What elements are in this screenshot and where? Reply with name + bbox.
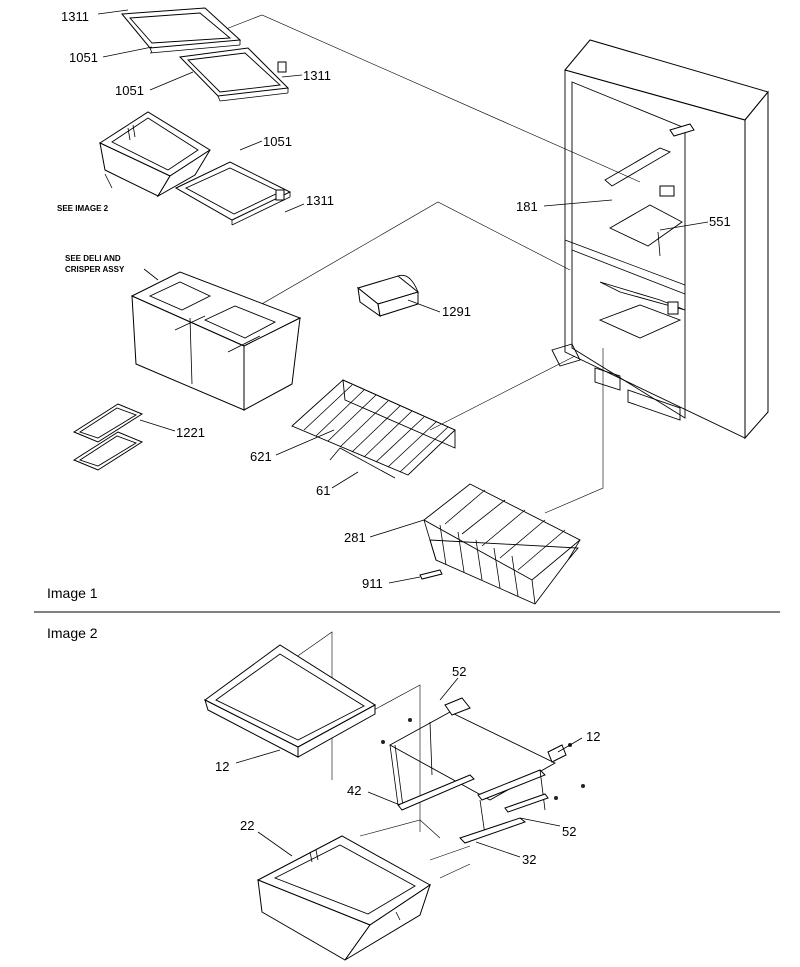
callout-12-right: 12 bbox=[586, 729, 600, 744]
deli-crisper-assembly bbox=[130, 271, 302, 411]
callout-551: 551 bbox=[709, 214, 731, 229]
callout-1291: 1291 bbox=[442, 304, 471, 319]
refrigerator-cabinet bbox=[551, 39, 769, 440]
callout-1051-second: 1051 bbox=[115, 83, 144, 98]
wire-shelf bbox=[291, 379, 456, 479]
shelf-top-left bbox=[120, 7, 242, 54]
image1-caption: Image 1 bbox=[47, 585, 98, 601]
shelf-top-right bbox=[178, 47, 290, 102]
image1-leader-lines bbox=[97, 9, 709, 584]
callout-52-top: 52 bbox=[452, 664, 466, 679]
wire-basket bbox=[423, 483, 581, 605]
shelf-middle bbox=[174, 161, 292, 226]
crisper-drawer bbox=[256, 835, 431, 961]
callout-61: 61 bbox=[316, 483, 330, 498]
callout-1051-middle: 1051 bbox=[263, 134, 292, 149]
crisper-bin-small bbox=[98, 111, 211, 198]
note-deli-line1: SEE DELI AND bbox=[65, 254, 121, 263]
callout-181: 181 bbox=[516, 199, 538, 214]
callout-621: 621 bbox=[250, 449, 272, 464]
image1-panel bbox=[72, 7, 769, 605]
note-see-image-2: SEE IMAGE 2 bbox=[57, 204, 109, 213]
callout-911: 911 bbox=[362, 576, 383, 591]
rail-part bbox=[419, 569, 443, 580]
callout-22: 22 bbox=[240, 818, 254, 833]
image2-panel: Image 2 bbox=[47, 625, 585, 961]
image1-callouts: 1311 1051 1051 1311 1051 1311 181 551 12… bbox=[47, 9, 731, 601]
callout-52-bottom: 52 bbox=[562, 824, 576, 839]
image2-caption: Image 2 bbox=[47, 625, 98, 641]
deli-drawer bbox=[356, 274, 420, 318]
callout-1311-top: 1311 bbox=[61, 9, 89, 24]
callout-1051-top: 1051 bbox=[69, 50, 98, 65]
callout-1311-middle: 1311 bbox=[306, 193, 334, 208]
note-deli-line2: CRISPER ASSY bbox=[65, 265, 125, 274]
callout-32: 32 bbox=[522, 852, 536, 867]
callout-12-left: 12 bbox=[215, 759, 229, 774]
crisper-cover-glass bbox=[204, 644, 376, 758]
image2-callouts: 52 12 12 42 22 52 32 bbox=[215, 664, 600, 867]
callout-281: 281 bbox=[344, 530, 366, 545]
image2-leader-lines bbox=[235, 677, 583, 858]
callout-1311-second: 1311 bbox=[303, 68, 331, 83]
callout-1221: 1221 bbox=[176, 425, 205, 440]
ice-trays bbox=[72, 403, 144, 471]
crisper-frame bbox=[381, 697, 585, 844]
callout-42: 42 bbox=[347, 783, 361, 798]
